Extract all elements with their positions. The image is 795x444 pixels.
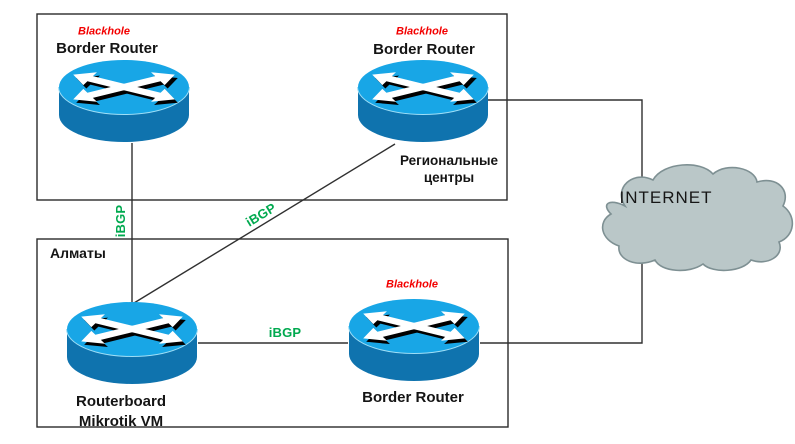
link-ibgp-diagonal — [133, 143, 396, 304]
node-name-border-router-top-right: Border Router — [373, 41, 475, 58]
link-label-ibgp-bottom: iBGP — [268, 325, 302, 341]
router-icon-border-router-top-left — [58, 59, 190, 143]
node-name-border-router-bottom: Border Router — [362, 389, 464, 406]
blackhole-tag-bottom: Blackhole — [386, 278, 438, 291]
router-icon-routerboard-mikrotik — [66, 301, 198, 385]
link-label-ibgp-left: iBGP — [113, 204, 129, 238]
router-icon-border-router-top-right — [357, 59, 489, 143]
caption-regional-centers: Региональные центры — [399, 153, 499, 185]
node-name-border-router-top-left: Border Router — [56, 40, 158, 57]
internet-cloud-label: INTERNET — [619, 187, 713, 207]
blackhole-tag-top-left: Blackhole — [78, 25, 130, 38]
internet-cloud — [601, 164, 794, 272]
blackhole-tag-top-right: Blackhole — [396, 25, 448, 38]
regional-centers-region-box — [36, 13, 508, 201]
region-label-almaty: Алматы — [50, 245, 106, 261]
node-name-routerboard-mikrotik: Routerboard Mikrotik VM — [76, 392, 166, 430]
almaty-region-box — [36, 238, 509, 428]
router-icon-border-router-bottom — [348, 298, 480, 382]
